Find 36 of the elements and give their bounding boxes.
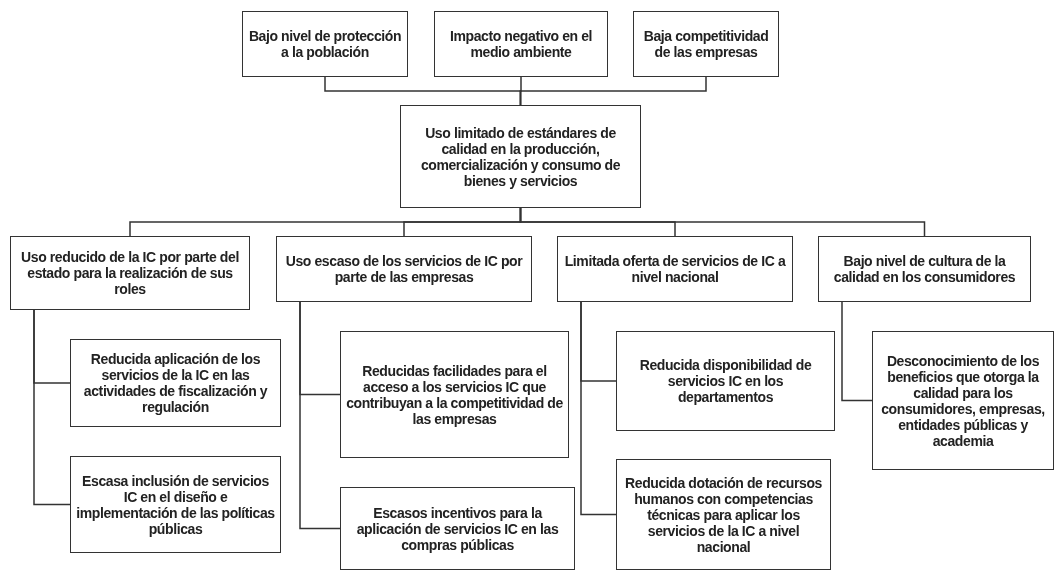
- box-text: Bajo nivel de protección a la población: [247, 28, 403, 60]
- box-text: Reducida dotación de recursos humanos con competencias técnicas para aplicar los servicios de la IC a nivel nacional: [624, 474, 823, 555]
- problem-box: [616, 459, 831, 570]
- connector-line: [580, 301, 617, 516]
- box-text: Baja competitividad de las empresas: [642, 28, 770, 60]
- box-text: Uso limitado de estándares de calidad en la producción, comercialización y consumo de bienes y servicios: [419, 124, 622, 189]
- problem-box: [872, 331, 1054, 470]
- problem-box: [400, 105, 641, 208]
- connector-line: [841, 301, 873, 402]
- connector-line: [33, 309, 71, 506]
- box-text: Bajo nivel de cultura de la calidad en los consumidores: [832, 253, 1017, 285]
- problem-box: [70, 456, 281, 553]
- connector-line: [299, 301, 341, 530]
- connector-line: [519, 207, 926, 237]
- problem-box: [10, 236, 250, 310]
- problem-box: [242, 11, 408, 77]
- problem-box: [616, 331, 835, 431]
- box-text: Uso reducido de la IC por parte del estado para la realización de sus roles: [20, 249, 240, 297]
- box-text: Escasa inclusión de servicios IC en el diseño e implementación de las políticas públicas: [75, 472, 276, 537]
- problem-box: [557, 236, 793, 302]
- problem-box: [276, 236, 532, 302]
- box-text: Reducida disponibilidad de servicios IC en los departamentos: [638, 357, 813, 405]
- box-text: Uso escaso de los servicios de IC por parte de las empresas: [284, 253, 524, 285]
- box-text: Reducidas facilidades para el acceso a los servicios IC que contribuyan a la competitividad de las empresas: [345, 362, 564, 427]
- connector-line: [519, 76, 707, 106]
- problem-box: [818, 236, 1031, 302]
- box-text: Desconocimiento de los beneficios que otorga la calidad para los consumidores, empresas, entidades públicas y academia: [880, 352, 1046, 449]
- box-text: Limitada oferta de servicios de IC a nivel nacional: [563, 253, 787, 285]
- problem-box: [340, 487, 575, 570]
- box-text: Escasos incentivos para la aplicación de servicios IC en las compras públicas: [355, 504, 560, 553]
- problem-box: [340, 331, 569, 458]
- problem-box: [434, 11, 608, 77]
- problem-box: [70, 339, 281, 427]
- box-text: Impacto negativo en el medio ambiente: [448, 28, 594, 60]
- problem-box: [633, 11, 779, 77]
- box-text: Reducida aplicación de los servicios de la IC en las actividades de fiscalización y regulación: [82, 351, 269, 415]
